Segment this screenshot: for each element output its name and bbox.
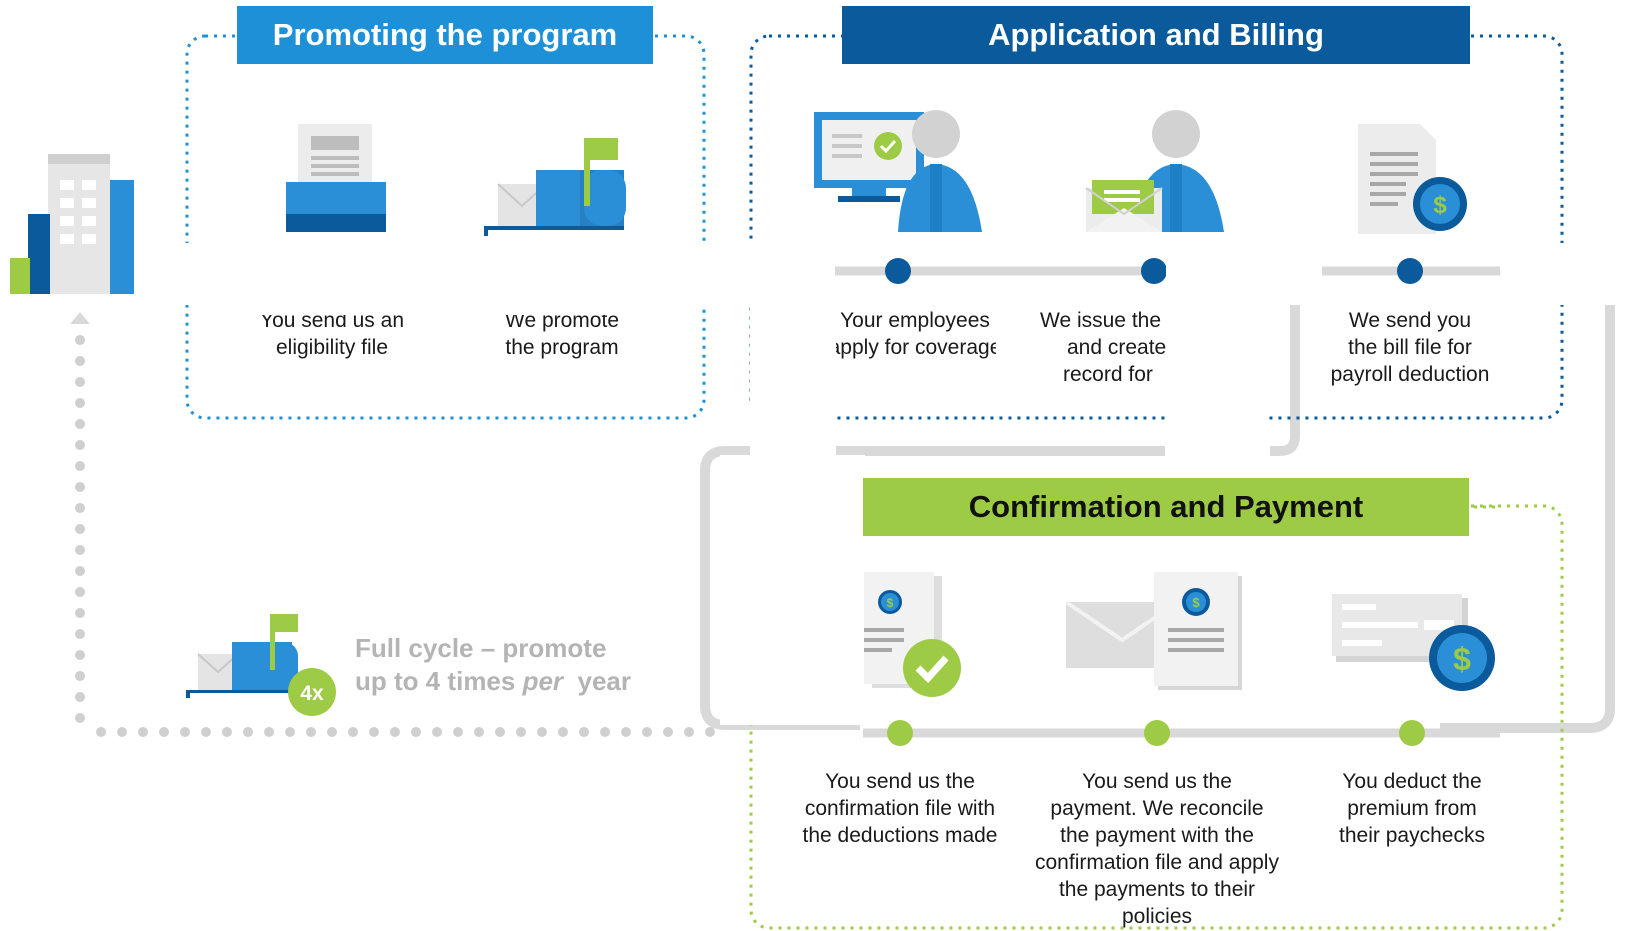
full-cycle-line2-post: year bbox=[563, 666, 631, 696]
caption-eligibility-line2: eligibility file bbox=[275, 336, 389, 359]
caption-confirm-file: You send us the confirmation file with t… bbox=[790, 768, 1010, 849]
confirm-dollar-icon: $ bbox=[887, 596, 894, 610]
node-issue bbox=[1141, 258, 1167, 284]
caption-payment-line4: confirmation file and apply bbox=[1035, 851, 1279, 874]
employer-building-icon bbox=[10, 154, 134, 294]
caption-deduct-line2: premium from bbox=[1347, 797, 1477, 820]
caption-payment: You send us the payment. We reconcile th… bbox=[1012, 768, 1302, 930]
four-times-badge: 4x bbox=[300, 682, 324, 705]
issue-policy-envelope-icon bbox=[1085, 110, 1224, 232]
caption-deduct-line1: You deduct the bbox=[1342, 770, 1482, 793]
caption-bill-line3: payroll deduction bbox=[1330, 363, 1490, 386]
caption-payment-line3: the payment with the bbox=[1060, 824, 1254, 847]
caption-apply-line1: Your employees bbox=[840, 309, 990, 332]
paycheck-deduct-icon: $ bbox=[1332, 594, 1495, 691]
caption-promote-line1: We promote bbox=[505, 309, 619, 332]
promote-4x-mailbox-icon: 4x bbox=[186, 614, 336, 716]
banner-promoting: Promoting the program bbox=[237, 6, 653, 64]
caption-apply: Your employees apply for coverage bbox=[836, 307, 996, 361]
caption-promote-line2: the program bbox=[505, 336, 619, 359]
promote-mailbox-icon bbox=[484, 138, 626, 236]
caption-issue-line2: and create bbox=[1067, 336, 1166, 359]
eligibility-file-fax-icon bbox=[286, 124, 386, 232]
cycle-arrow-head bbox=[70, 312, 90, 324]
node-payment bbox=[1144, 720, 1170, 746]
paycheck-dollar-icon: $ bbox=[1453, 641, 1471, 677]
node-apply bbox=[885, 258, 911, 284]
bill-dollar-icon: $ bbox=[1433, 192, 1447, 219]
banner-application: Application and Billing bbox=[842, 6, 1470, 64]
full-cycle-per: per bbox=[522, 666, 564, 696]
confirmation-file-check-icon: $ bbox=[864, 572, 961, 697]
full-cycle-dotted-path bbox=[75, 335, 715, 737]
caption-bill-line1: We send you bbox=[1348, 309, 1472, 332]
node-deduct bbox=[1399, 720, 1425, 746]
caption-payment-line5: the payments to their bbox=[1058, 878, 1256, 901]
full-cycle-line2-pre: up to 4 times bbox=[355, 666, 523, 696]
caption-confirm-line3: the deductions made bbox=[802, 824, 998, 847]
caption-apply-line2: apply for coverage bbox=[836, 336, 996, 359]
mask-left-edge bbox=[750, 305, 836, 455]
caption-bill-line2: the bill file for bbox=[1348, 336, 1472, 359]
mask-confirm-left bbox=[720, 455, 865, 725]
cycle-loop-left bbox=[700, 446, 1165, 730]
caption-payment-line1: You send us the bbox=[1082, 770, 1232, 793]
caption-payment-line2: payment. We reconcile bbox=[1050, 797, 1264, 820]
caption-issue-line1: We issue the bbox=[1040, 309, 1162, 332]
bill-file-icon: $ bbox=[1358, 124, 1467, 234]
caption-payment-line6: policies bbox=[1121, 905, 1193, 928]
caption-eligibility-line1: You send us an bbox=[259, 309, 405, 332]
caption-issue-line3: record for bbox=[1063, 363, 1153, 386]
up-arrow-connector bbox=[1270, 300, 1300, 456]
caption-eligibility: You send us an eligibility file bbox=[232, 309, 432, 361]
employee-computer-apply-icon bbox=[814, 110, 982, 232]
caption-confirm-line2: confirmation file with bbox=[804, 797, 996, 820]
caption-confirm-line1: You send us the bbox=[825, 770, 975, 793]
payment-envelope-file-icon: $ bbox=[1064, 572, 1242, 690]
caption-deduct-line3: their paychecks bbox=[1339, 824, 1485, 847]
caption-promote: We promote the program bbox=[462, 309, 662, 361]
full-cycle-line1: Full cycle – promote bbox=[355, 633, 607, 663]
full-cycle-line2: up to 4 times per year bbox=[355, 665, 631, 698]
node-bill bbox=[1397, 258, 1423, 284]
banner-confirmation: Confirmation and Payment bbox=[863, 478, 1469, 536]
payment-dollar-icon: $ bbox=[1192, 595, 1200, 610]
caption-bill: We send you the bill file for payroll de… bbox=[1310, 307, 1510, 388]
caption-issue: We issue the and create record for bbox=[1040, 307, 1166, 388]
caption-deduct: You deduct the premium from their payche… bbox=[1312, 768, 1512, 849]
full-cycle-note: Full cycle – promote up to 4 times per y… bbox=[355, 632, 631, 698]
node-confirm-file bbox=[887, 720, 913, 746]
